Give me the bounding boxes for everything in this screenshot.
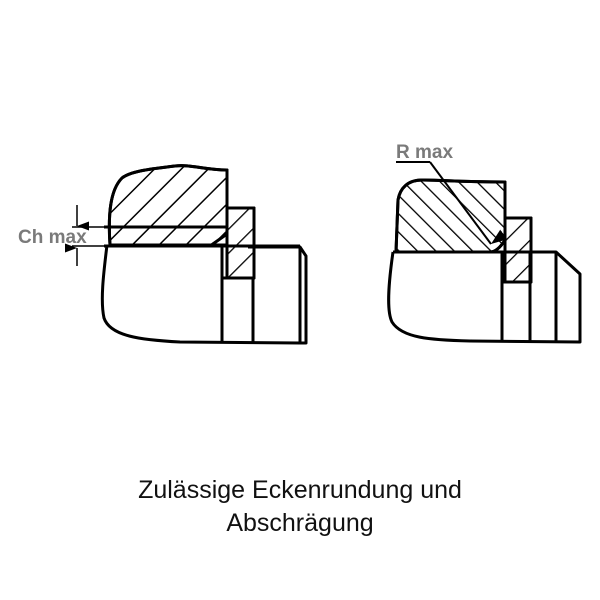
left-spacer	[225, 206, 256, 280]
r-max-label: R max	[396, 142, 453, 163]
left-view-chamfer	[65, 164, 308, 345]
figure-caption: Zulässige Eckenrundung und Abschrägung	[0, 474, 600, 540]
right-housing-body	[387, 250, 582, 344]
right-view-radius	[387, 161, 582, 344]
caption-line-2: Abschrägung	[226, 509, 374, 537]
left-ring-section	[107, 164, 229, 247]
left-housing-body	[100, 244, 308, 345]
ch-max-label: Ch max	[18, 227, 87, 248]
right-spacer	[503, 216, 533, 284]
caption-line-1: Zulässige Eckenrundung und	[138, 476, 462, 504]
